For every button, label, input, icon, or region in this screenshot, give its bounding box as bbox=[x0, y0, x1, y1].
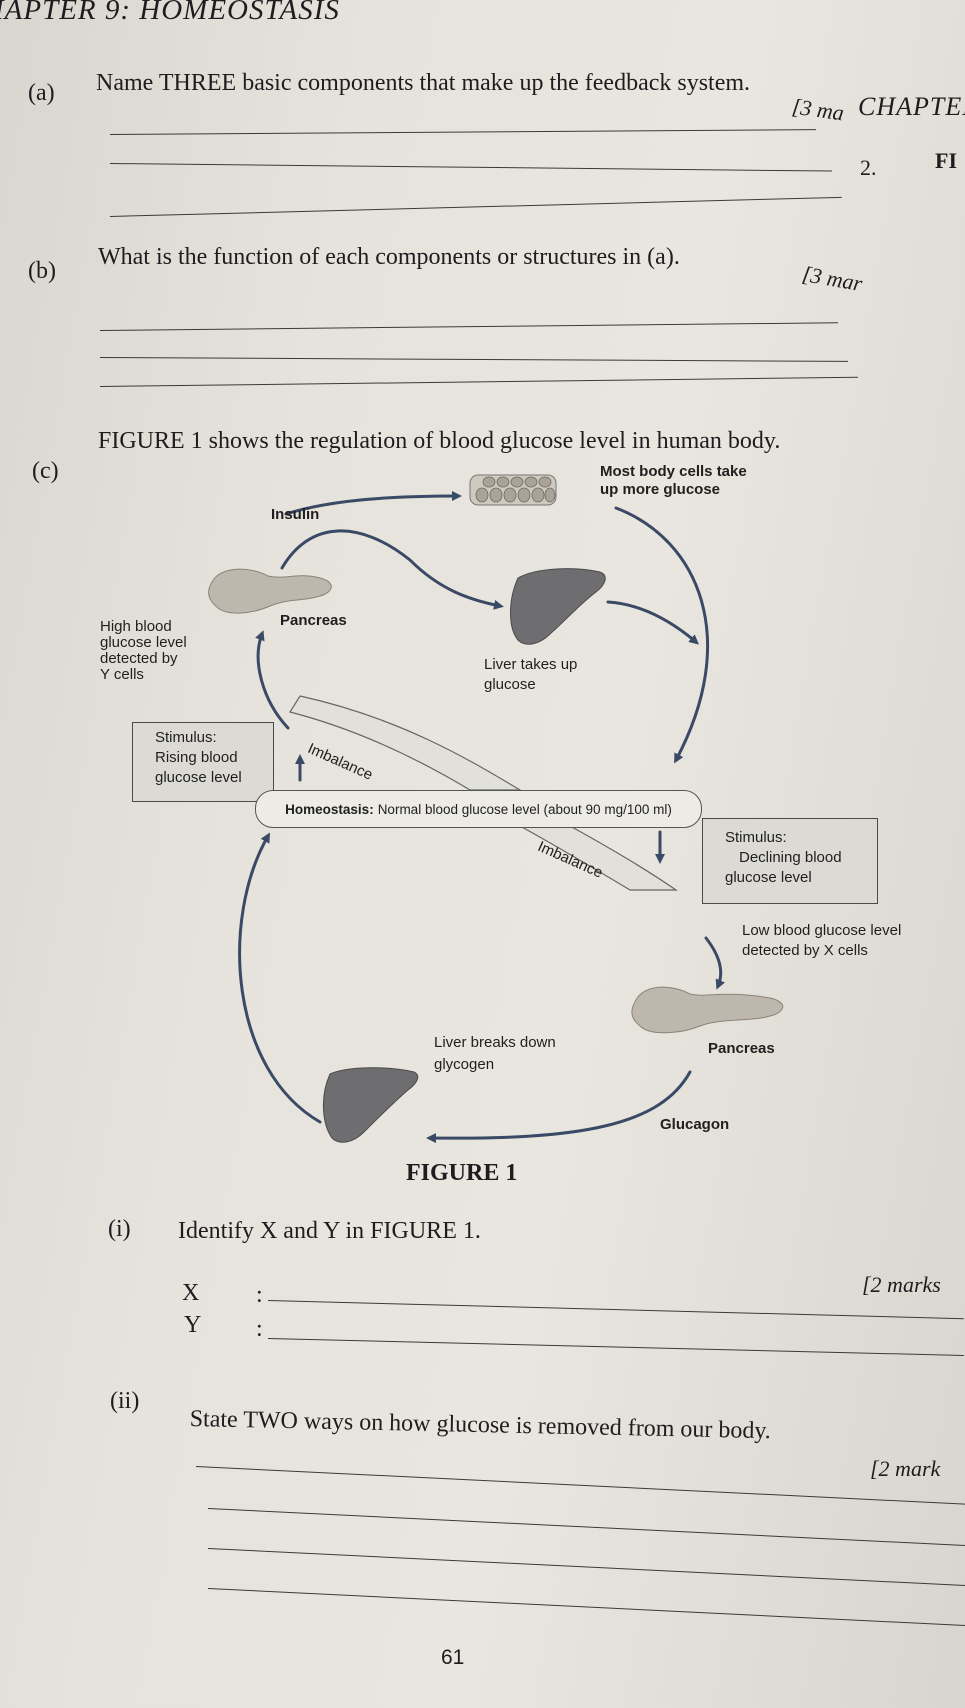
question-c-text: FIGURE 1 shows the regulation of blood g… bbox=[98, 428, 781, 454]
high-blood-line2: glucose level bbox=[100, 634, 187, 651]
figure-caption: FIGURE 1 bbox=[406, 1160, 518, 1186]
glucagon-label: Glucagon bbox=[660, 1116, 730, 1133]
liver-breaks-line2: glycogen bbox=[434, 1056, 495, 1073]
page-number: 61 bbox=[441, 1646, 465, 1669]
high-blood-line3: detected by bbox=[100, 650, 178, 667]
arrow-liver-to-homeostasis bbox=[606, 600, 700, 645]
question-c-i-label: (i) bbox=[108, 1216, 131, 1242]
stimulus-rising-line2: Rising blood bbox=[155, 749, 238, 766]
arrow-insulin-to-cells bbox=[284, 491, 462, 516]
question-b-text: What is the function of each components … bbox=[98, 244, 680, 270]
stimulus-rising-line3: glucose level bbox=[155, 769, 242, 786]
imbalance-band-top bbox=[289, 695, 523, 791]
arrow-low-to-pancreas bbox=[704, 936, 725, 990]
arrow-liver-to-homeostasis bbox=[238, 832, 322, 1124]
high-blood-line4: Y cells bbox=[100, 666, 144, 683]
x-answer-label: X bbox=[182, 1280, 200, 1306]
low-blood-line1: Low blood glucose level bbox=[742, 922, 902, 939]
question-c-label: (c) bbox=[32, 458, 59, 484]
stimulus-rising-box: Stimulus: Rising blood glucose level bbox=[132, 722, 274, 802]
pancreas-icon bbox=[631, 986, 784, 1034]
question-c-ii-marks: [2 mark bbox=[870, 1456, 941, 1481]
liver-takes-up-line1: Liver takes up bbox=[484, 656, 578, 673]
y-answer-label: Y bbox=[184, 1312, 202, 1338]
insulin-label: Insulin bbox=[271, 506, 320, 523]
pancreas-top-label: Pancreas bbox=[280, 612, 347, 629]
stimulus-declining-box: Stimulus: Declining blood glucose level bbox=[702, 818, 878, 904]
side-page-chapter: CHAPTEI bbox=[858, 92, 965, 121]
arrow-glucagon-to-liver bbox=[426, 1070, 692, 1144]
stimulus-declining-line3: glucose level bbox=[725, 869, 812, 886]
liver-icon bbox=[510, 568, 606, 645]
question-b-label: (b) bbox=[28, 258, 56, 284]
stimulus-declining-line2: Declining blood bbox=[739, 849, 842, 866]
x-colon: : bbox=[256, 1282, 263, 1308]
homeostasis-band: Homeostasis: Normal blood glucose level … bbox=[255, 790, 702, 828]
cells-label-line1: Most body cells take bbox=[600, 463, 747, 480]
question-a-label: (a) bbox=[28, 80, 55, 106]
imbalance-band-bottom bbox=[519, 825, 678, 891]
cells-label-line2: up more glucose bbox=[600, 481, 721, 498]
stimulus-rising-line1: Stimulus: bbox=[155, 729, 217, 746]
question-c-ii-label: (ii) bbox=[110, 1388, 140, 1414]
liver-breaks-line1: Liver breaks down bbox=[434, 1034, 556, 1051]
body-cells-icon bbox=[469, 474, 557, 506]
question-a-text-content: Name THREE basic components that make up… bbox=[96, 70, 751, 96]
arrow-insulin-to-liver bbox=[280, 529, 504, 610]
low-blood-line2: detected by X cells bbox=[742, 942, 868, 959]
arrow-stimulus-to-pancreas bbox=[255, 630, 290, 730]
arrow-cells-to-homeostasis bbox=[614, 506, 709, 764]
side-page-figure-label: FI bbox=[935, 148, 957, 173]
y-colon: : bbox=[256, 1316, 263, 1342]
pancreas-bottom-label: Pancreas bbox=[708, 1040, 775, 1057]
liver-icon bbox=[322, 1067, 419, 1143]
side-page-number: 2. bbox=[860, 155, 877, 180]
liver-takes-up-line2: glucose bbox=[484, 676, 536, 693]
stimulus-declining-line1: Stimulus: bbox=[725, 829, 787, 846]
question-a-text: Name THREE basic components that make up… bbox=[96, 70, 750, 97]
question-c-i-text: Identify X and Y in FIGURE 1. bbox=[178, 1218, 481, 1244]
question-c-i-marks: [2 marks bbox=[862, 1272, 941, 1297]
chapter-title: IAPTER 9: HOMEOSTASIS bbox=[0, 0, 340, 26]
homeostasis-text: Normal blood glucose level (about 90 mg/… bbox=[377, 801, 672, 817]
homeostasis-bold: Homeostasis: bbox=[285, 801, 374, 817]
high-blood-line1: High blood bbox=[100, 618, 172, 635]
pancreas-icon bbox=[208, 568, 332, 614]
